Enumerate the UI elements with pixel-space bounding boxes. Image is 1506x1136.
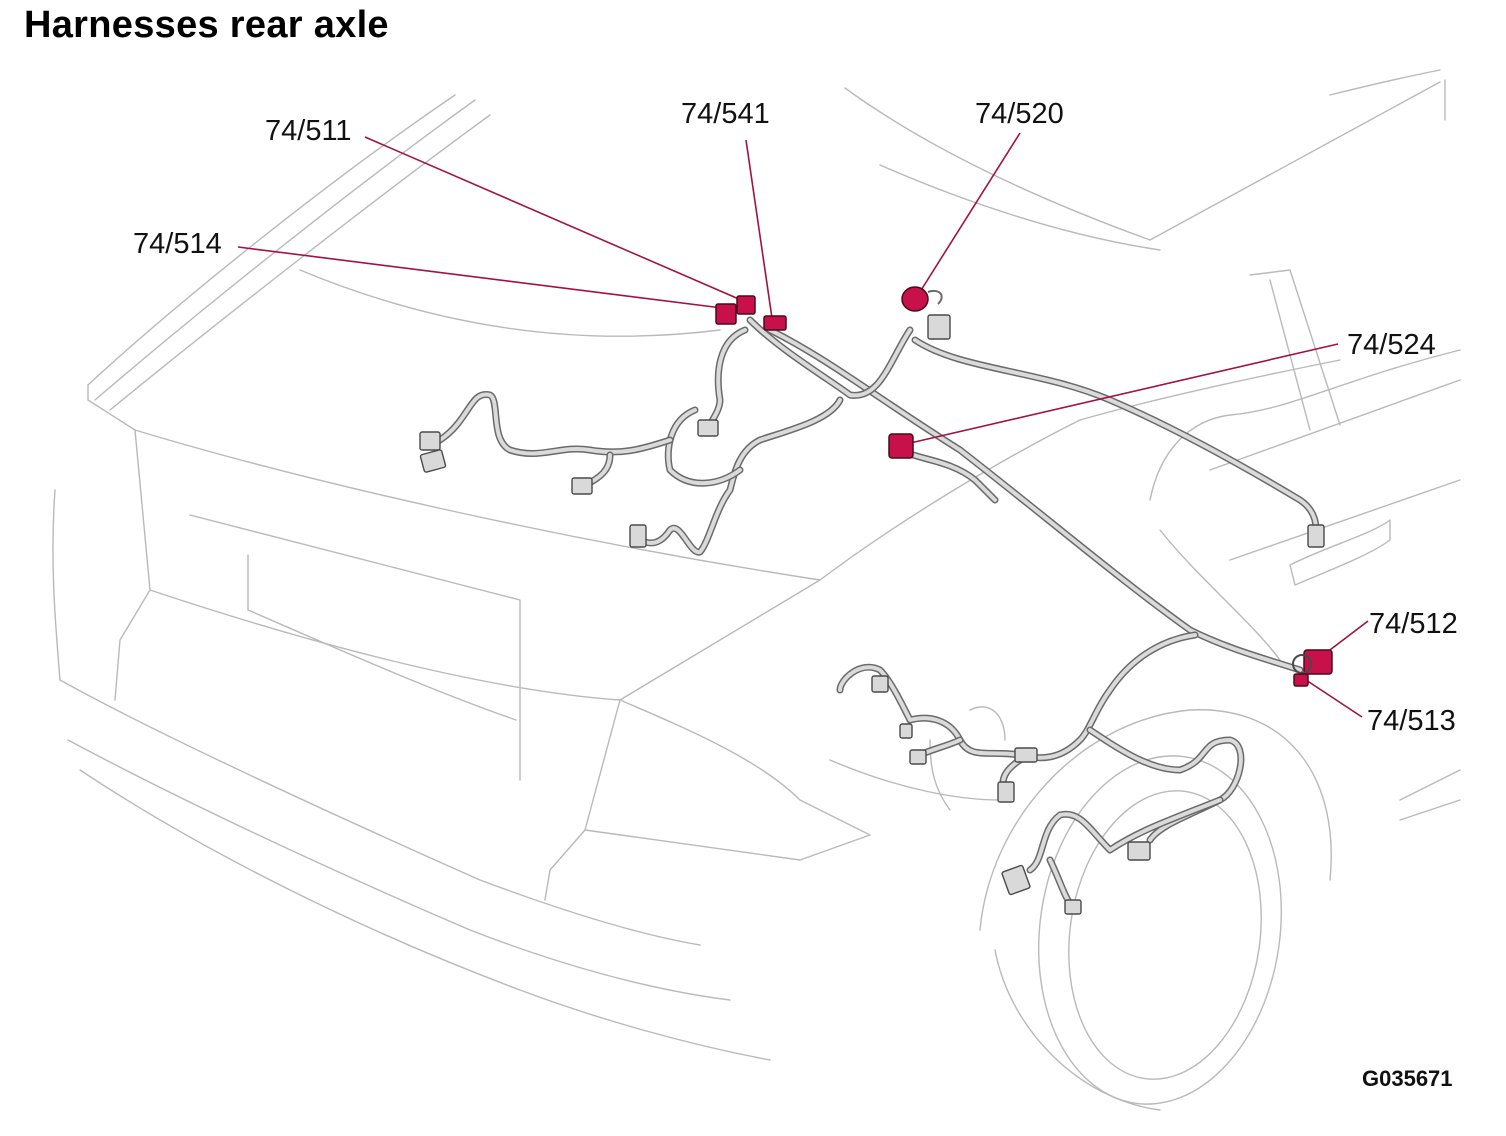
- connector-74-514: [715, 303, 737, 325]
- grey-connector: [419, 449, 447, 473]
- connector-74-511: [736, 295, 756, 315]
- grey-connectors: [419, 314, 1325, 915]
- connector-74-520: [901, 286, 929, 312]
- grey-connector: [697, 419, 719, 437]
- callout-label-74-512: 74/512: [1369, 608, 1458, 640]
- grey-connector: [1001, 864, 1031, 896]
- leader-lines: [237, 132, 1369, 718]
- leader-line-74-520: [917, 132, 1021, 296]
- grey-connector: [871, 675, 889, 693]
- leader-line-74-514: [237, 246, 723, 309]
- callout-label-74-513: 74/513: [1367, 705, 1456, 737]
- leader-line-74-541: [745, 139, 773, 319]
- leader-line-74-513: [1305, 679, 1363, 718]
- callout-label-74-541: 74/541: [681, 98, 770, 130]
- connector-74-541: [763, 315, 787, 331]
- grey-connector: [997, 781, 1015, 803]
- grey-connector: [899, 723, 913, 739]
- grey-connector: [1014, 747, 1038, 763]
- callout-label-74-520: 74/520: [975, 98, 1064, 130]
- callout-label-74-524: 74/524: [1347, 329, 1436, 361]
- connector-74-524: [888, 433, 914, 459]
- callout-label-74-511: 74/511: [265, 115, 352, 147]
- grey-connector: [629, 524, 647, 548]
- leader-line-74-511: [364, 136, 749, 304]
- grey-connector: [419, 431, 441, 451]
- grey-connector: [571, 477, 593, 495]
- page-title: Harnesses rear axle: [24, 4, 389, 46]
- highlighted-connectors: [715, 286, 1333, 687]
- grey-connector: [1064, 899, 1082, 915]
- callout-labels: 74/511 74/541 74/520 74/514 74/524 74/51…: [133, 98, 1458, 737]
- grey-connector: [1127, 841, 1151, 861]
- connector-74-513: [1293, 673, 1309, 687]
- harness-lines: [436, 316, 1320, 914]
- leader-line-74-524: [905, 343, 1339, 445]
- figure-id: G035671: [1362, 1066, 1453, 1091]
- grey-connector: [909, 749, 927, 765]
- callout-label-74-514: 74/514: [133, 228, 222, 260]
- car-body-outline: [52, 69, 1461, 1111]
- grey-connector: [927, 314, 951, 340]
- grey-connector: [1307, 524, 1325, 548]
